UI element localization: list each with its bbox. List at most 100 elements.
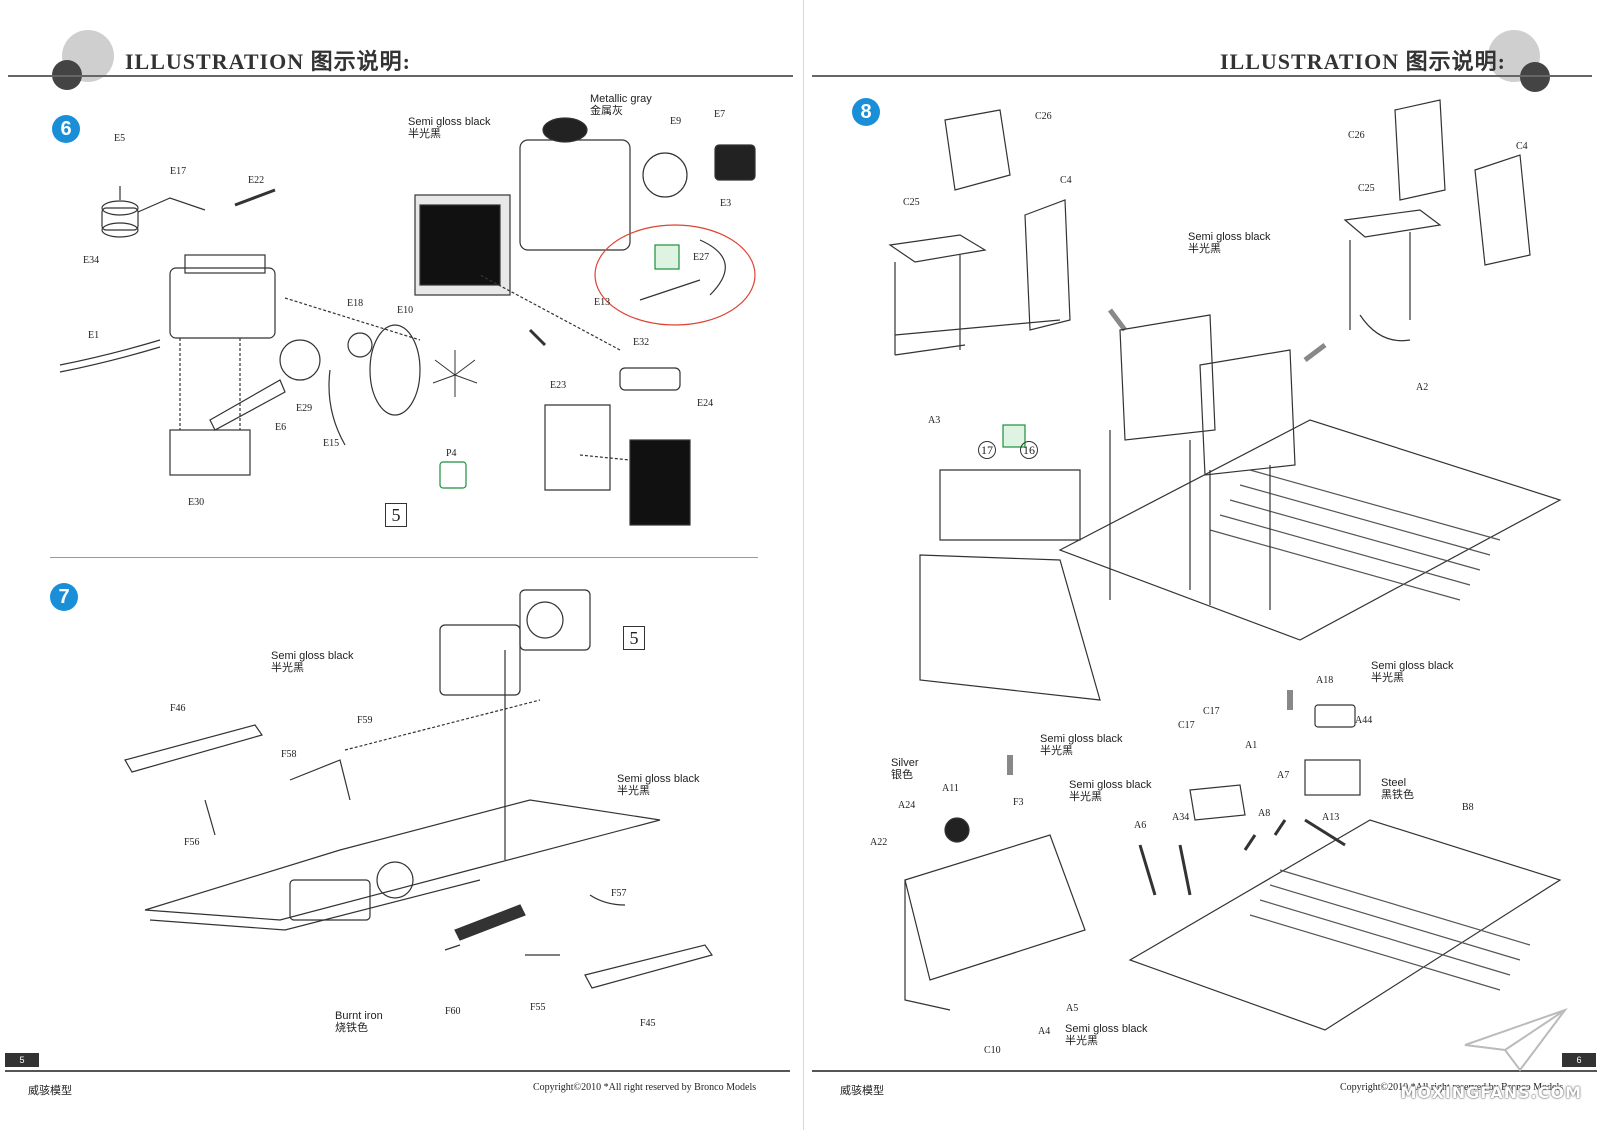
part-label: A4 (1038, 1026, 1051, 1037)
part-label: E24 (697, 398, 714, 409)
part-label: F60 (445, 1006, 461, 1017)
callout-en: Semi gloss black (408, 116, 491, 128)
part-label: F59 (357, 715, 373, 726)
part-label: E9 (670, 116, 682, 127)
page-number-right: 6 (1562, 1053, 1596, 1067)
step-8-number: 8 (852, 98, 880, 126)
callout-semi-gloss-black: Semi gloss black 半光黑 (1371, 660, 1454, 684)
part-label: A8 (1258, 808, 1271, 819)
callout-cn: 半光黑 (271, 662, 304, 674)
footer-copyright-right: Copyright©2010 *All right reserved by Br… (1340, 1082, 1564, 1093)
part-label: A1 (1245, 740, 1258, 751)
callout-en: Steel (1381, 777, 1407, 789)
part-label: E18 (347, 298, 364, 309)
step-separator (50, 557, 758, 558)
part-label: A18 (1316, 675, 1334, 686)
callout-en: Semi gloss black (1371, 660, 1454, 672)
part-label: E34 (83, 255, 100, 266)
part-label: E23 (550, 380, 567, 391)
callout-burnt-iron: Burnt iron 烧铁色 (335, 1010, 383, 1034)
callout-en: Semi gloss black (1069, 779, 1152, 791)
callout-semi-gloss-black: Semi gloss black 半光黑 (1065, 1023, 1148, 1047)
footer-rule-right (812, 1070, 1597, 1072)
header-decor-circle-small-right (1520, 62, 1550, 92)
part-label: A6 (1134, 820, 1147, 831)
part-label: A13 (1322, 812, 1340, 823)
callout-cn: 半光黑 (1069, 791, 1102, 803)
header-rule-left (8, 75, 793, 77)
decal-number: 16 (1020, 441, 1038, 459)
part-label: F45 (640, 1018, 656, 1029)
part-label: C25 (903, 197, 920, 208)
part-label: E7 (714, 109, 726, 120)
callout-cn: 黑铁色 (1381, 789, 1414, 801)
part-label: C10 (984, 1045, 1001, 1056)
part-label: F56 (184, 837, 200, 848)
part-label: E5 (114, 133, 126, 144)
footer-brand-left: 威骇模型 (28, 1084, 72, 1097)
reference-box: 5 (623, 626, 645, 650)
part-label: A5 (1066, 1003, 1079, 1014)
footer-brand-right: 威骇模型 (840, 1084, 884, 1097)
part-label: C4 (1516, 141, 1528, 152)
part-label: F58 (281, 749, 297, 760)
callout-cn: 银色 (891, 769, 913, 781)
callout-en: Semi gloss black (617, 773, 700, 785)
header-title-left: ILLUSTRATION 图示说明: (125, 49, 411, 74)
callout-cn: 半光黑 (1065, 1035, 1098, 1047)
callout-silver: Silver 银色 (891, 757, 919, 781)
part-label: B8 (1462, 802, 1474, 813)
reference-box: 5 (385, 503, 407, 527)
page-number-left: 5 (5, 1053, 39, 1067)
callout-en: Semi gloss black (1065, 1023, 1148, 1035)
part-label: E15 (323, 438, 340, 449)
callout-cn: 半光黑 (408, 128, 441, 140)
footer-copyright-left: Copyright©2010 *All right reserved by Br… (533, 1082, 757, 1093)
part-label: F57 (611, 888, 627, 899)
watermark-text: MOXINGFANS.COM (1400, 1083, 1582, 1102)
part-label: A2 (1416, 382, 1429, 393)
part-label: C26 (1348, 130, 1365, 141)
header-rule-right (812, 75, 1592, 77)
callout-semi-gloss-black: Semi gloss black 半光黑 (408, 116, 491, 140)
callout-cn: 半光黑 (617, 785, 650, 797)
callout-en: Semi gloss black (271, 650, 354, 662)
part-label: C4 (1060, 175, 1072, 186)
part-label: P4 (446, 448, 457, 459)
part-label: E29 (296, 403, 313, 414)
part-label: C25 (1358, 183, 1375, 194)
part-label: E10 (397, 305, 414, 316)
callout-en: Silver (891, 757, 919, 769)
part-label: E13 (594, 297, 611, 308)
callout-cn: 半光黑 (1040, 745, 1073, 757)
callout-en: Semi gloss black (1188, 231, 1271, 243)
footer-rule-left (5, 1070, 790, 1072)
part-label: E3 (720, 198, 732, 209)
part-label: A24 (898, 800, 916, 811)
decal-number: 17 (978, 441, 996, 459)
callout-en: Metallic gray (590, 93, 652, 105)
step-7-number: 7 (50, 583, 78, 611)
part-label: E6 (275, 422, 287, 433)
step-6-number: 6 (52, 115, 80, 143)
callout-semi-gloss-black: Semi gloss black 半光黑 (617, 773, 700, 797)
part-label: C26 (1035, 111, 1052, 122)
callout-cn: 金属灰 (590, 105, 623, 117)
part-label: C17 (1178, 720, 1195, 731)
part-label: F55 (530, 1002, 546, 1013)
part-label: A11 (942, 783, 959, 794)
part-label: E32 (633, 337, 650, 348)
part-label: F3 (1013, 797, 1024, 808)
part-label: E17 (170, 166, 187, 177)
callout-semi-gloss-black: Semi gloss black 半光黑 (1040, 733, 1123, 757)
header-title-right: ILLUSTRATION 图示说明: (1220, 49, 1506, 74)
part-label: A34 (1172, 812, 1190, 823)
part-label: A44 (1355, 715, 1373, 726)
callout-en: Burnt iron (335, 1010, 383, 1022)
page-gutter (803, 0, 804, 1130)
callout-en: Semi gloss black (1040, 733, 1123, 745)
part-label: E22 (248, 175, 265, 186)
paper-plane-icon (1464, 1007, 1568, 1072)
